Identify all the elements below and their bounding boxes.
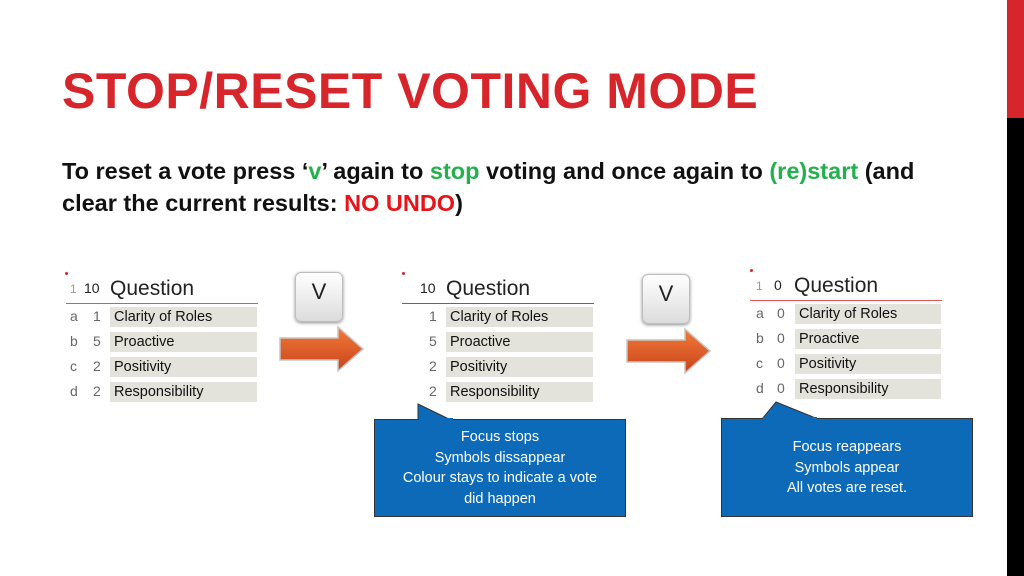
callout-focus-reappears: Focus reappears Symbols appear All votes… — [721, 418, 973, 517]
option-count: 0 — [777, 305, 785, 321]
option-count: 0 — [777, 380, 785, 396]
right-arrow-icon — [626, 327, 712, 375]
callout-pointer-join — [419, 418, 453, 421]
focus-dot — [402, 272, 405, 275]
callout-line: Focus reappears — [792, 439, 902, 455]
option-label: Clarity of Roles — [446, 307, 593, 327]
v-key-label: V — [311, 279, 327, 304]
option-letter: c — [70, 358, 77, 374]
option-letter: b — [756, 330, 764, 346]
option-count: 2 — [93, 358, 101, 374]
question-label: Question — [794, 274, 879, 297]
hdr-small-number: 1 — [756, 279, 763, 293]
option-letter: b — [70, 333, 78, 349]
option-label: Clarity of Roles — [110, 307, 257, 327]
hdr-small-number: 1 — [70, 282, 77, 296]
option-count: 5 — [429, 333, 437, 349]
description: To reset a vote press ‘v’ again to stop … — [62, 155, 942, 219]
desc-part5: ) — [455, 190, 463, 216]
option-letter: a — [756, 305, 764, 321]
v-key: V — [642, 274, 690, 324]
option-letter: c — [756, 355, 763, 371]
header-divider — [402, 303, 594, 304]
question-label: Question — [110, 277, 195, 300]
option-count: 0 — [777, 330, 785, 346]
side-accent-black — [1007, 118, 1024, 576]
desc-part3: voting and once again to — [479, 158, 770, 184]
option-label: Responsibility — [110, 382, 257, 402]
desc-part1: To reset a vote press ‘ — [62, 158, 309, 184]
option-label: Positivity — [110, 357, 257, 377]
callout-pointer-join — [763, 417, 817, 420]
option-count: 2 — [93, 383, 101, 399]
option-letter: a — [70, 308, 78, 324]
option-label: Positivity — [795, 354, 941, 374]
v-key: V — [295, 272, 343, 322]
vote-panel-before: 1 10 Question a 1 Clarity of Roles b 5 P… — [64, 268, 264, 408]
desc-part2: ’ again to — [321, 158, 430, 184]
callout-focus-stops: Focus stops Symbols dissappear Colour st… — [374, 419, 626, 517]
slide-title: STOP/RESET VOTING MODE — [62, 63, 759, 119]
desc-key: v — [308, 158, 322, 184]
vote-count: 10 — [84, 280, 100, 296]
question-label: Question — [446, 277, 531, 300]
option-label: Responsibility — [795, 379, 941, 399]
right-arrow-icon — [279, 325, 365, 373]
option-letter: d — [756, 380, 764, 396]
header-divider — [66, 303, 258, 304]
focus-dot — [65, 272, 68, 275]
option-label: Proactive — [110, 332, 257, 352]
option-label: Clarity of Roles — [795, 304, 941, 324]
callout-line: Focus stops — [460, 429, 540, 445]
v-key-label: V — [658, 281, 674, 306]
option-label: Proactive — [446, 332, 593, 352]
option-count: 0 — [777, 355, 785, 371]
option-count: 1 — [429, 308, 437, 324]
option-count: 2 — [429, 358, 437, 374]
option-count: 2 — [429, 383, 437, 399]
desc-stop: stop — [429, 158, 480, 184]
desc-part4: (and clear the current results: — [62, 158, 915, 216]
option-count: 5 — [93, 333, 101, 349]
option-label: Proactive — [795, 329, 941, 349]
vote-count: 0 — [774, 277, 782, 293]
callout-line: Colour stays to indicate a vote — [402, 470, 598, 486]
vote-count: 10 — [420, 280, 436, 296]
callout-line: Symbols dissappear — [434, 449, 566, 466]
option-count: 1 — [93, 308, 101, 324]
side-accent-red — [1007, 0, 1024, 118]
callout-line: did happen — [464, 490, 536, 507]
option-letter: d — [70, 383, 78, 399]
header-divider — [750, 300, 942, 301]
focus-dot — [750, 269, 753, 272]
vote-panel-stopped: 10 Question 1 Clarity of Roles 5 Proacti… — [400, 268, 600, 408]
callout-line: Symbols appear — [794, 459, 900, 476]
option-label: Responsibility — [446, 382, 593, 402]
desc-no-undo: NO UNDO — [344, 190, 456, 216]
callout-line: All votes are reset. — [786, 480, 908, 496]
option-label: Positivity — [446, 357, 593, 377]
desc-restart: (re)start — [769, 158, 859, 184]
vote-panel-reset: 1 0 Question a 0 Clarity of Roles b 0 Pr… — [748, 266, 948, 406]
